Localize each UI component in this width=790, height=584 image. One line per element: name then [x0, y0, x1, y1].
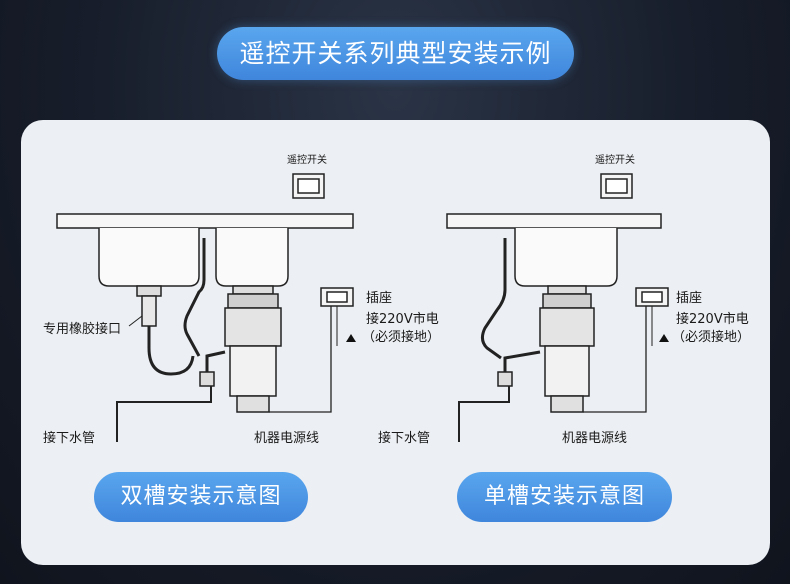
drain-label-right: 接下水管 [378, 430, 430, 446]
power-line-1: 接220V市电 [366, 311, 439, 327]
double-sink-caption: 双槽安装示意图 [94, 472, 308, 522]
warning-triangle-icon-right [659, 334, 669, 342]
power-cord-label: 机器电源线 [254, 431, 319, 446]
food-waste-disposer-icon-right [539, 285, 595, 413]
sink-bowl [514, 228, 618, 287]
sink-bowl-right [215, 228, 289, 287]
power-line-2: （必须接地） [362, 329, 440, 345]
rubber-connector-label: 专用橡胶接口 [43, 321, 121, 337]
diagram-panel: 遥控开关 [21, 120, 770, 565]
countertop [56, 213, 354, 229]
socket-label: 插座 [366, 291, 392, 306]
socket-label-right: 插座 [676, 291, 702, 306]
drain-label: 接下水管 [43, 430, 95, 446]
remote-switch-label-right: 遥控开关 [595, 153, 635, 166]
remote-switch-icon-right [600, 173, 633, 199]
power-line-2-right: （必须接地） [672, 329, 750, 345]
countertop-right [446, 213, 662, 229]
double-sink-diagram: 遥控开关 [56, 153, 356, 442]
single-sink-caption: 单槽安装示意图 [457, 472, 672, 522]
power-cord-label-right: 机器电源线 [562, 431, 627, 446]
food-waste-disposer-icon [224, 285, 282, 413]
warning-triangle-icon [346, 334, 356, 342]
single-sink-diagram: 遥控开关 [446, 153, 669, 442]
sink-bowl-left [98, 228, 200, 287]
remote-switch-icon [292, 173, 325, 199]
page-title: 遥控开关系列典型安装示例 [217, 27, 574, 80]
power-line-1-right: 接220V市电 [676, 311, 749, 327]
installation-diagrams: 遥控开关 [43, 153, 750, 446]
socket-icon [320, 287, 354, 307]
remote-switch-label: 遥控开关 [287, 153, 327, 166]
socket-icon-right [635, 287, 669, 307]
